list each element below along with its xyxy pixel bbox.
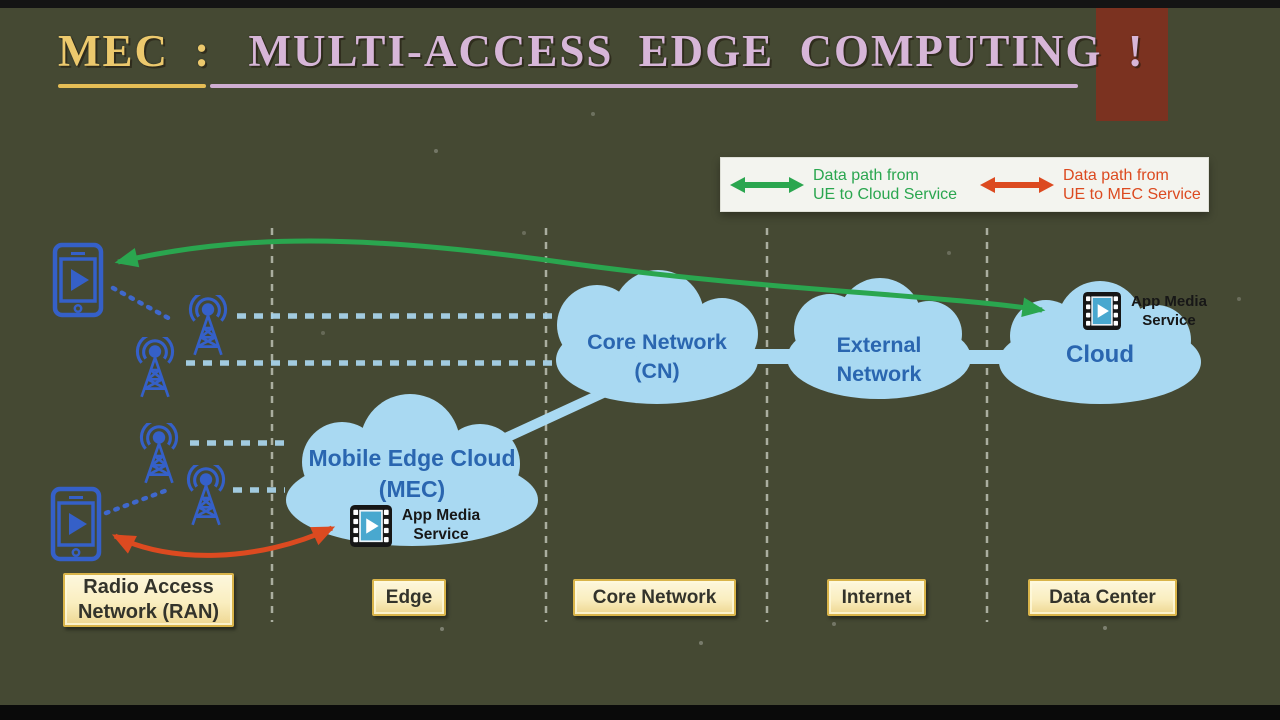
app-media-service-icon — [1083, 292, 1121, 330]
maroon-accent-rect — [1096, 8, 1168, 121]
bottom-letterbox-bar — [0, 705, 1280, 720]
ran-line2: Network (RAN) — [77, 601, 220, 623]
external-network-cloud-label: External Network — [786, 331, 972, 389]
mec-service-line2: Service — [413, 526, 469, 543]
radio-tower-icon — [139, 423, 179, 484]
zone-label-edge: Edge — [372, 579, 446, 616]
legend-item-mec-path: Data path from UE to MEC Service — [979, 166, 1201, 204]
double-arrow-red-icon — [980, 176, 1054, 193]
radio-tower-icon — [135, 337, 175, 398]
legend-mec-line1: Data path from — [1063, 166, 1169, 184]
mec-cloud-label: Mobile Edge Cloud (MEC) — [288, 443, 536, 505]
cloud-cloud-label: Cloud — [1010, 341, 1190, 369]
zone-label-internet: Internet — [827, 579, 926, 616]
app-media-service-icon — [350, 505, 392, 547]
core-network-cloud-label: Core Network (CN) — [557, 328, 757, 386]
mec-line1: Mobile Edge Cloud — [308, 445, 516, 471]
mec-line2: (MEC) — [378, 476, 446, 502]
zone-label-data-center: Data Center — [1028, 579, 1177, 616]
cloud-shape-external — [787, 278, 971, 399]
internet-label: Internet — [841, 586, 912, 608]
radio-tower-icon — [188, 295, 228, 356]
external-line2: Network — [836, 362, 922, 386]
cloud-links — [745, 349, 1010, 364]
ue-to-cloud-arrow — [114, 238, 1046, 318]
datacenter-label: Data Center — [1049, 586, 1156, 608]
ue-phone-icon — [52, 242, 104, 318]
legend-label-cloud-path: Data path from UE to Cloud Service — [813, 166, 957, 204]
legend-cloud-line1: Data path from — [813, 166, 919, 184]
title-main: MULTI-ACCESS EDGE COMPUTING ! — [248, 26, 1145, 76]
legend-mec-line2: UE to MEC Service — [1063, 185, 1201, 203]
core-label: Core Network — [592, 586, 717, 608]
mec-service-line1: App Media — [401, 507, 481, 524]
zone-dividers — [270, 228, 989, 622]
page-title: MEC : MULTI-ACCESS EDGE COMPUTING ! — [58, 25, 1145, 77]
title-underline-pink — [210, 84, 1078, 88]
ran-line1: Radio Access — [83, 576, 214, 598]
zone-label-ran: Radio Access Network (RAN) — [63, 573, 234, 627]
double-arrow-green-icon — [730, 176, 804, 193]
cloud-app-media-service-label: App Media Service — [1120, 292, 1218, 330]
cn-line1: Core Network — [587, 330, 727, 354]
edge-label: Edge — [385, 586, 433, 608]
legend-item-cloud-path: Data path from UE to Cloud Service — [729, 166, 979, 204]
cloud-service-line1: App Media — [1131, 293, 1207, 310]
radio-tower-icon — [186, 465, 226, 526]
legend: Data path from UE to Cloud Service Data … — [720, 157, 1209, 212]
legend-label-mec-path: Data path from UE to MEC Service — [1063, 166, 1201, 204]
title-underline-gold — [58, 84, 206, 88]
cloud-label-text: Cloud — [1066, 341, 1134, 368]
cloud-service-line2: Service — [1142, 312, 1196, 329]
cn-line2: (CN) — [634, 359, 680, 383]
zone-label-core-network: Core Network — [573, 579, 736, 616]
legend-cloud-line2: UE to Cloud Service — [813, 185, 958, 203]
cloud-shape-mec — [286, 394, 538, 546]
ue-phone-icon — [50, 486, 102, 562]
top-letterbox-bar — [0, 0, 1280, 8]
external-line1: External — [836, 333, 922, 357]
ue-to-mec-arrow — [111, 525, 336, 558]
title-prefix: MEC : — [58, 26, 212, 76]
mec-app-media-service-label: App Media Service — [392, 506, 490, 544]
